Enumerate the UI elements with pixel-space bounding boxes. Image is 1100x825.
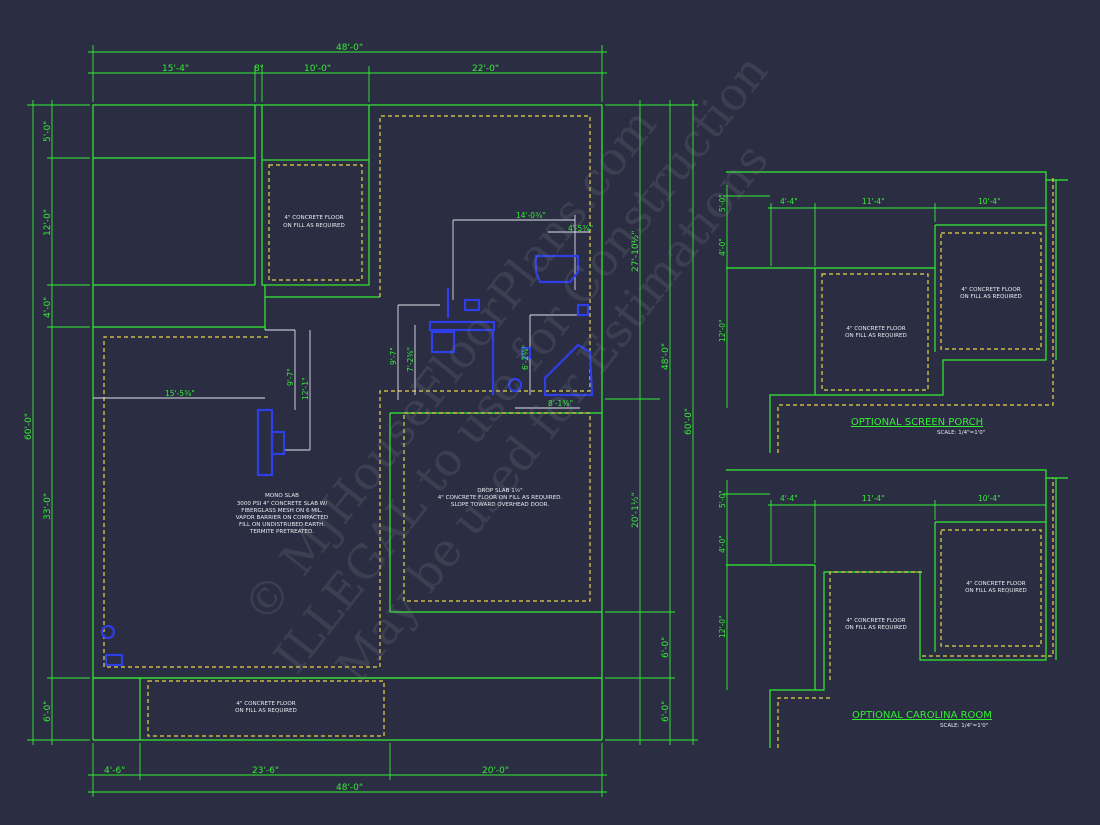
carolina-room-title: OPTIONAL CAROLINA ROOM [852,710,992,721]
dim-top-seg3: 10'-0" [304,64,331,74]
dim-plumb-1: 14'-0⅜" [516,211,546,220]
cr-dim-6: 12'-0" [718,615,727,638]
dim-plumb-7: 15'-5⅜" [165,389,195,398]
svg-text:4" CONCRETE FLOOR ON FILL AS R: 4" CONCRETE FLOOR ON FILL AS REQUIRED. [438,495,563,501]
svg-text:4" CONCRETE FLOOR: 4" CONCRETE FLOOR [284,215,343,221]
dim-left-seg5: 6'-0" [43,701,53,722]
cr-dim-3: 10'-4" [978,494,1001,503]
dim-plumb-3: 9'-7" [389,347,398,365]
screen-porch-title: OPTIONAL SCREEN PORCH [851,417,983,428]
svg-text:VAPOR BARRIER ON COMPACTED: VAPOR BARRIER ON COMPACTED [236,515,328,521]
carolina-room-scale: SCALE: 1/4"=1'0" [940,723,988,729]
dim-left-seg3: 4'-0" [43,297,53,318]
carolina-room-plan [723,469,1068,748]
carolina-room-labels: 4'-4" 11'-4" 10'-4" 5'-0" 4'-0" 12'-0" 4… [718,490,1027,729]
dim-right-seg4: 6'-0" [661,701,671,722]
svg-text:4" CONCRETE FLOOR: 4" CONCRETE FLOOR [966,581,1025,587]
svg-text:ON FILL AS REQUIRED: ON FILL AS REQUIRED [965,588,1027,594]
svg-text:4" CONCRETE FLOOR: 4" CONCRETE FLOOR [846,618,905,624]
cr-dim-5: 4'-0" [718,535,727,553]
dim-bottom-seg3: 20'-0" [482,766,509,776]
note-concrete-bottom: 4" CONCRETE FLOOR ON FILL AS REQUIRED [235,701,297,714]
dimension-lines [27,45,698,797]
dim-plumb-4: 7'-2⅜" [406,347,415,372]
sp-dim-3: 10'-4" [978,197,1001,206]
svg-text:MONO SLAB: MONO SLAB [265,493,299,499]
dim-left-seg1: 5'-0" [43,121,53,142]
dim-bottom-overall: 48'-0" [336,783,363,793]
cr-dim-4: 5'-0" [718,490,727,508]
dim-top-overall: 48'-0" [336,43,363,53]
dim-right-seg1: 27'-10½" [631,231,641,273]
svg-text:ON FILL AS REQUIRED: ON FILL AS REQUIRED [845,333,907,339]
sp-dim-2: 11'-4" [862,197,885,206]
dim-bottom-seg2: 23'-6" [252,766,279,776]
svg-text:ON FILL AS REQUIRED: ON FILL AS REQUIRED [235,708,297,714]
svg-text:DROP SLAB 1½": DROP SLAB 1½" [477,487,523,494]
sp-dim-4: 5'-0" [718,194,727,212]
dim-right-mid: 48'-0" [661,343,671,370]
note-mono-slab: MONO SLAB 3000 PSI 4" CONCRETE SLAB W/ F… [236,493,328,535]
svg-text:TERMITE PRETREATED.: TERMITE PRETREATED. [249,529,314,535]
note-drop-slab: DROP SLAB 1½" 4" CONCRETE FLOOR ON FILL … [438,487,563,508]
svg-text:4" CONCRETE FLOOR: 4" CONCRETE FLOOR [236,701,295,707]
svg-text:ON FILL AS REQUIRED: ON FILL AS REQUIRED [845,625,907,631]
sp-dim-6: 12'-0" [718,319,727,342]
dim-plumb-5: 6'-2⅜" [521,345,530,370]
dim-left-overall: 60'-0" [24,413,34,440]
plumbing-dimension-labels: 14'-0⅜" 4'-5⅜" 9'-7" 7'-2⅜" 6'-2⅜" 8'-1⅜… [165,211,593,408]
screen-porch-scale: SCALE: 1/4"=1'0" [937,430,985,436]
dim-plumb-6: 8'-1⅜" [548,399,573,408]
svg-text:4" CONCRETE FLOOR: 4" CONCRETE FLOOR [846,326,905,332]
svg-text:ON FILL AS REQUIRED: ON FILL AS REQUIRED [283,223,345,229]
dim-plumb-9: 12'-1" [301,377,310,400]
cr-dim-1: 4'-4" [780,494,798,503]
dim-top-seg2: 8" [254,64,264,74]
svg-text:ON FILL AS REQUIRED: ON FILL AS REQUIRED [960,294,1022,300]
dim-plumb-8: 9'-7" [286,368,295,386]
svg-text:SLOPE TOWARD OVERHEAD DOOR.: SLOPE TOWARD OVERHEAD DOOR. [451,502,549,508]
sp-dim-5: 4'-0" [718,238,727,256]
dim-right-seg3: 6'-0" [661,637,671,658]
main-plan-slab-outlines [103,115,591,737]
note-concrete-top: 4" CONCRETE FLOOR ON FILL AS REQUIRED [283,215,345,229]
dim-bottom-seg1: 4'-6" [104,766,125,776]
dim-left-seg4: 33'-0" [43,493,53,520]
cr-dim-2: 11'-4" [862,494,885,503]
main-dimension-labels: 48'-0" 15'-4" 8" 10'-0" 22'-0" 60'-0" 5'… [24,43,694,793]
dim-left-seg2: 12'-0" [43,209,53,236]
screen-porch-labels: 4'-4" 11'-4" 10'-4" 5'-0" 4'-0" 12'-0" 4… [718,194,1022,436]
svg-text:FILL ON UNDISTRUBED EARTH.: FILL ON UNDISTRUBED EARTH. [239,522,325,528]
svg-text:4" CONCRETE FLOOR: 4" CONCRETE FLOOR [961,287,1020,293]
screen-porch-plan [723,171,1068,453]
sp-dim-1: 4'-4" [780,197,798,206]
plumbing-fixtures [100,254,594,667]
dim-top-seg1: 15'-4" [162,64,189,74]
svg-text:FIBERGLASS MESH ON 6 MIL.: FIBERGLASS MESH ON 6 MIL. [241,508,323,514]
dim-top-seg4: 22'-0" [472,64,499,74]
dim-right-overall: 60'-0" [684,408,694,435]
dim-right-seg2: 20'-1½" [631,492,641,528]
dim-plumb-2: 4'-5⅜" [568,224,593,233]
svg-text:3000 PSI 4" CONCRETE SLAB W/: 3000 PSI 4" CONCRETE SLAB W/ [237,501,328,507]
